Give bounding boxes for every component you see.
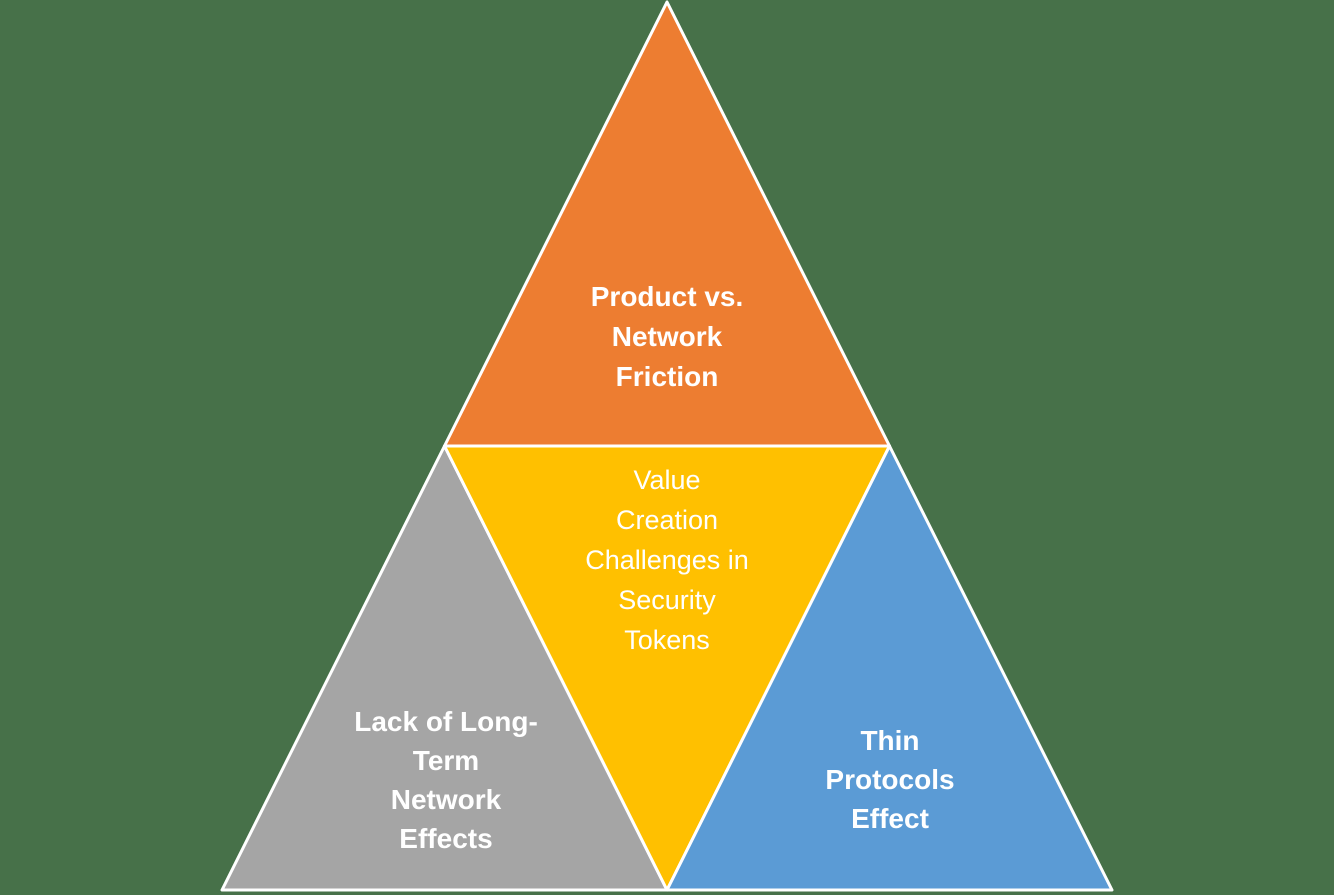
right-triangle bbox=[665, 444, 1114, 892]
top-triangle bbox=[443, 0, 891, 448]
